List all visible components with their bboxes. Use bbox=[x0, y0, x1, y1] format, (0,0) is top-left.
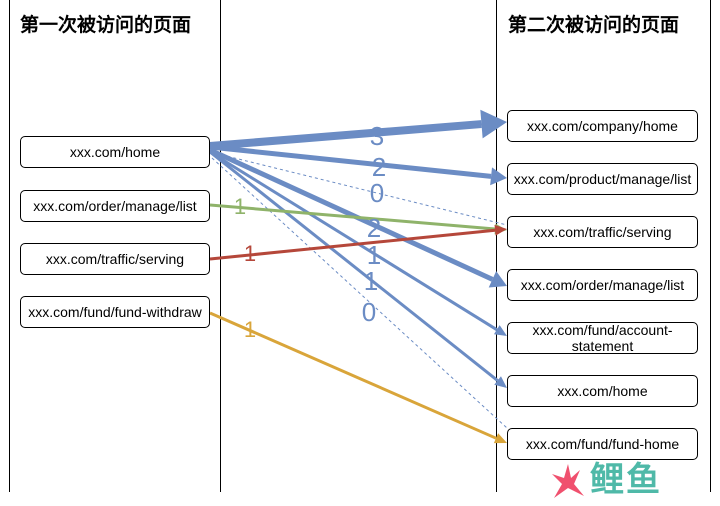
flow-arrow-head bbox=[493, 325, 507, 336]
right-column-title: 第二次被访问的页面 bbox=[508, 14, 680, 36]
flow-count-label: 0 bbox=[369, 178, 385, 208]
flow-arrow-head bbox=[493, 433, 507, 444]
flow-arrow-head bbox=[494, 376, 507, 388]
flow-count-label: 1 bbox=[243, 317, 257, 342]
flow-arrow-line bbox=[209, 228, 496, 261]
flow-arrow-head bbox=[488, 271, 507, 288]
right-page-node: xxx.com/home bbox=[507, 375, 698, 407]
left-column-border-left bbox=[9, 0, 10, 492]
flow-count-label: 3 bbox=[369, 121, 385, 151]
logo-text: 鲤鱼 bbox=[590, 460, 662, 500]
flow-arrow-line bbox=[209, 120, 482, 150]
flow-arrow-line bbox=[211, 157, 508, 429]
right-column-border-right bbox=[710, 0, 711, 492]
flow-count-label: 1 bbox=[366, 240, 382, 270]
flow-arrow-line bbox=[209, 144, 492, 179]
flow-arrow-head bbox=[480, 109, 507, 139]
right-page-node: xxx.com/product/manage/list bbox=[507, 163, 698, 195]
flow-arrow-head bbox=[490, 167, 507, 186]
left-page-node: xxx.com/fund/fund-withdraw bbox=[20, 296, 210, 328]
left-column-border-right bbox=[220, 0, 221, 492]
flow-arrow-line bbox=[209, 311, 497, 440]
left-page-node: xxx.com/order/manage/list bbox=[20, 190, 210, 222]
flow-arrow-line bbox=[209, 203, 496, 231]
right-page-node: xxx.com/traffic/serving bbox=[507, 216, 698, 248]
flow-count-label: 2 bbox=[371, 152, 387, 182]
right-page-node: xxx.com/fund/fund-home bbox=[507, 428, 698, 460]
flow-arrow-line bbox=[208, 147, 494, 282]
left-column-title: 第一次被访问的页面 bbox=[20, 14, 192, 36]
flow-count-label: 1 bbox=[233, 194, 247, 219]
brand-logo: 鲤鱼 bbox=[548, 460, 698, 502]
flow-count-label: 0 bbox=[361, 297, 377, 327]
left-page-node: xxx.com/home bbox=[20, 136, 210, 168]
right-page-node: xxx.com/fund/account-statement bbox=[507, 322, 698, 354]
right-page-node: xxx.com/company/home bbox=[507, 110, 698, 142]
flow-count-label: 2 bbox=[366, 213, 382, 243]
flow-count-label: 1 bbox=[243, 241, 257, 266]
right-page-node: xxx.com/order/manage/list bbox=[507, 269, 698, 301]
flow-arrow-line bbox=[209, 150, 498, 331]
flow-arrow-head bbox=[494, 224, 507, 236]
flow-count-label: 1 bbox=[363, 266, 379, 296]
left-page-node: xxx.com/traffic/serving bbox=[20, 243, 210, 275]
flow-arrow-line bbox=[209, 151, 508, 226]
right-column-border-left bbox=[496, 0, 497, 492]
flow-arrow-line bbox=[209, 150, 499, 382]
fire-icon bbox=[552, 464, 584, 498]
